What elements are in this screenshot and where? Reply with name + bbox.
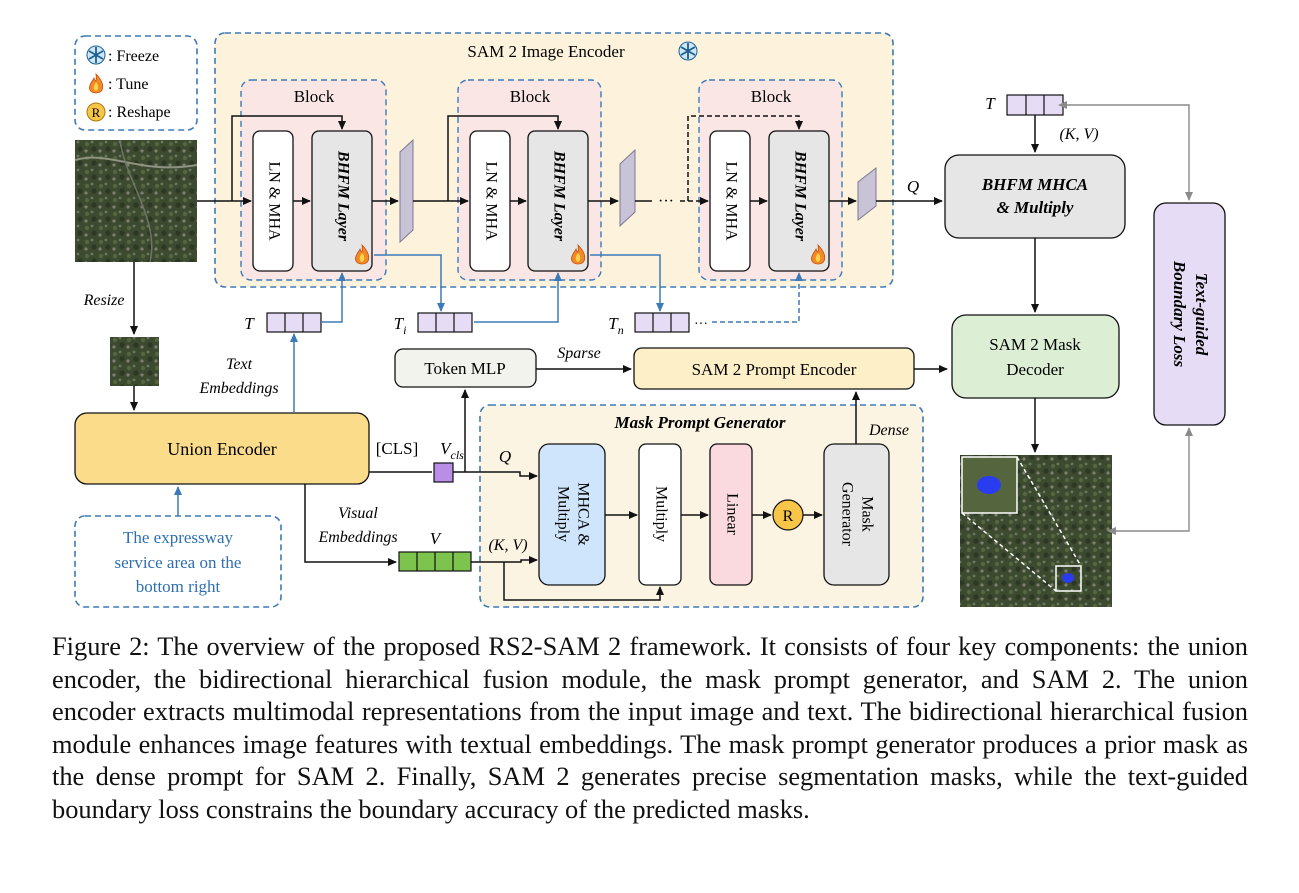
legend-tune: : Tune — [108, 76, 148, 93]
feature-map-2 — [619, 148, 636, 228]
sam2-prompt-encoder: SAM 2 Prompt Encoder — [633, 347, 915, 390]
text-prompt-line: service area on the — [115, 553, 242, 572]
token-Ti-base: T — [394, 314, 405, 333]
ln-mha-label: LN & MHA — [265, 161, 282, 241]
token-T-label: T — [244, 314, 255, 333]
union-encoder: Union Encoder — [74, 412, 370, 485]
mask-decoder-label: Decoder — [1006, 360, 1064, 379]
loss-connectors — [1058, 101, 1193, 535]
svg-text:Tn: Tn — [608, 314, 623, 337]
token-Ti: Ti — [394, 312, 473, 337]
ellipsis: ··· — [658, 193, 674, 210]
resized-image — [110, 337, 159, 386]
figure-caption: Figure 2: The overview of the proposed R… — [52, 631, 1248, 824]
bhfm-layer-label: BHFM Layer — [550, 150, 567, 242]
svg-text:Ti: Ti — [394, 314, 407, 337]
union-encoder-label: Union Encoder — [167, 439, 276, 459]
mask-generator-label: Mask — [858, 496, 875, 532]
sam2-image-encoder: SAM 2 Image Encoder Block LN & MHA BHFM … — [214, 32, 894, 288]
bhfm-layer-label: BHFM Layer — [791, 150, 808, 242]
token-T-right: T — [985, 94, 1064, 116]
token-Ti-sub: i — [403, 323, 406, 337]
token-Tn-sub: n — [618, 323, 624, 337]
bhfm-mhca-multiply: BHFM MHCA & Multiply — [944, 154, 1126, 239]
text-guided-boundary-loss: Text-guided Boundary Loss — [1153, 202, 1226, 426]
legend-reshape: : Reshape — [108, 104, 171, 121]
text-prompt-line: bottom right — [136, 577, 221, 596]
sparse-label: Sparse — [557, 345, 601, 362]
vcls-base: V — [440, 439, 453, 458]
flame-icon — [355, 243, 370, 265]
block-n: Block LN & MHA BHFM Layer — [698, 79, 843, 281]
input-satellite-image — [74, 139, 198, 263]
cls-token: [CLS] Vcls — [376, 439, 464, 483]
reshape-symbol: R — [92, 105, 101, 120]
kv-label-top: (K, V) — [1059, 126, 1098, 143]
flame-icon — [89, 72, 104, 94]
mpg-flow-arrows — [453, 391, 860, 601]
legend: : Freeze : Tune R : Reshape — [74, 35, 198, 131]
flame-icon — [811, 243, 826, 265]
boundary-loss-label: Boundary Loss — [1170, 260, 1189, 368]
mhca-multiply-label: MHCA & — [574, 482, 591, 546]
mask-decoder-label: SAM 2 Mask — [989, 335, 1081, 354]
q-label-encoder: Q — [907, 177, 919, 196]
svg-text:Vcls: Vcls — [440, 439, 464, 462]
flame-icon — [571, 243, 586, 265]
text-embeddings-label: Text — [226, 356, 253, 373]
token-mlp-label: Token MLP — [424, 359, 505, 378]
ln-mha-label: LN & MHA — [482, 161, 499, 241]
bhfm-mhca-label: BHFM MHCA — [981, 175, 1088, 194]
blue-connectors — [290, 254, 803, 413]
visual-embeddings-label: Embeddings — [317, 529, 397, 546]
token-V: V — [398, 529, 472, 572]
dense-label: Dense — [868, 422, 909, 439]
snowflake-icon — [678, 41, 698, 61]
framework-diagram: : Freeze : Tune R : Reshape SAM 2 Image … — [74, 32, 1226, 608]
reshape-icon: R — [86, 102, 106, 122]
vcls-sub: cls — [451, 448, 465, 462]
linear-label: Linear — [723, 493, 740, 535]
text-prompt-line: The expressway — [123, 528, 233, 547]
snowflake-icon — [86, 45, 106, 65]
visual-embeddings-label: Visual — [338, 505, 378, 522]
token-Tn: Tn ··· — [608, 312, 708, 337]
token-T-label: T — [985, 94, 996, 113]
bhfm-mhca-label: & Multiply — [997, 198, 1074, 217]
output-mask-image — [960, 455, 1112, 607]
legend-freeze: : Freeze — [108, 48, 159, 65]
q-label-mpg: Q — [499, 447, 511, 466]
token-T: T — [244, 312, 322, 333]
multiply-label: Multiply — [652, 486, 669, 542]
ellipsis: ··· — [694, 317, 708, 332]
feature-map-1 — [399, 138, 414, 244]
token-mlp: Token MLP — [394, 348, 537, 388]
union-outputs — [304, 389, 469, 566]
block-2: Block LN & MHA BHFM Layer — [457, 79, 602, 281]
mhca-multiply-label: Multiply — [554, 486, 571, 542]
encoder-flow-arrows — [197, 115, 943, 205]
token-Tn-base: T — [608, 314, 619, 333]
cls-label: [CLS] — [376, 439, 419, 458]
text-prompt-box: The expressway service area on the botto… — [74, 515, 282, 608]
token-V-label: V — [430, 529, 443, 548]
reshape-symbol: R — [783, 508, 794, 525]
text-embeddings-label: Embeddings — [198, 380, 278, 397]
encoder-title: SAM 2 Image Encoder — [467, 42, 625, 61]
boundary-loss-label: Text-guided — [1192, 273, 1211, 356]
block-1: Block LN & MHA BHFM Layer — [240, 79, 387, 281]
resize-label: Resize — [83, 292, 125, 309]
mask-prompt-generator: Mask Prompt Generator MHCA & Multiply Mu… — [479, 404, 924, 608]
sam2-mask-decoder: SAM 2 Mask Decoder — [951, 314, 1120, 399]
mask-prompt-generator-title: Mask Prompt Generator — [614, 413, 786, 432]
feature-map-3 — [857, 166, 877, 222]
bhfm-layer-label: BHFM Layer — [334, 150, 351, 242]
block-title: Block — [751, 87, 792, 106]
mask-generator-label: Generator — [838, 482, 855, 547]
prompt-encoder-label: SAM 2 Prompt Encoder — [692, 360, 857, 379]
ln-mha-label: LN & MHA — [722, 161, 739, 241]
block-title: Block — [510, 87, 551, 106]
block-title: Block — [294, 87, 335, 106]
kv-label-mpg: (K, V) — [488, 537, 527, 554]
